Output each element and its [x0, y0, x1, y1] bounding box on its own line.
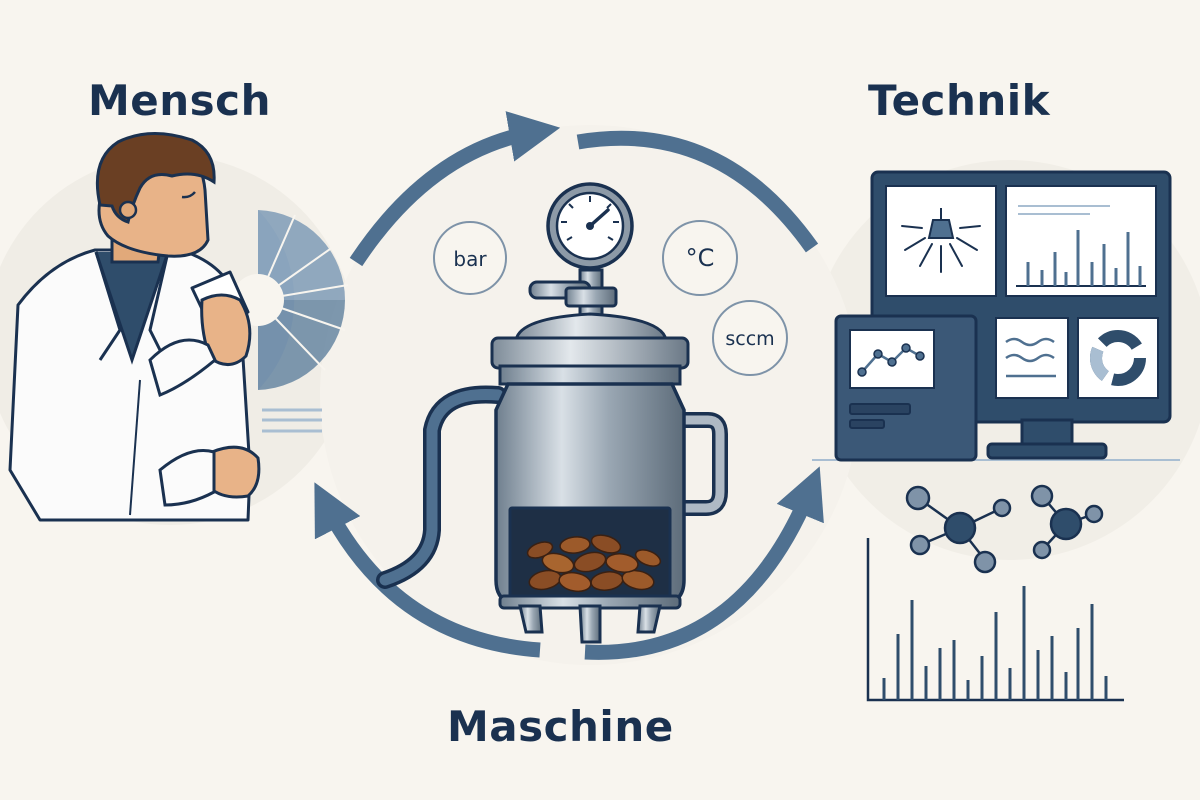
coffee-beans-icon	[526, 534, 662, 593]
molecule-icon-2	[1030, 484, 1104, 560]
molecule-icon	[905, 485, 1012, 574]
unit-bubble-bar: bar	[433, 221, 507, 295]
panel-spray	[885, 185, 997, 297]
unit-sccm: sccm	[725, 328, 774, 350]
unit-celsius: °C	[686, 244, 715, 272]
unit-bar: bar	[453, 247, 487, 271]
label-maschine: Maschine	[447, 702, 674, 751]
aroma-wheel-icon	[232, 210, 349, 433]
label-mensch: Mensch	[88, 76, 271, 125]
panel-chromatogram	[1005, 185, 1157, 297]
arrow-top-right	[576, 130, 819, 253]
analysis-monitors-icon	[812, 170, 1180, 702]
pressure-vessel-icon	[376, 182, 728, 644]
arrow-bottom-left	[314, 482, 541, 658]
label-technik: Technik	[868, 76, 1051, 125]
spectrum-chart-icon	[866, 538, 1124, 702]
unit-bubble-celsius: °C	[662, 220, 738, 296]
scientist-hair	[95, 131, 216, 224]
circular-arrows-icon	[314, 111, 824, 660]
pressure-gauge-icon	[546, 182, 634, 270]
unit-bubble-sccm: sccm	[712, 300, 788, 376]
scientist-tasting-icon	[8, 131, 349, 522]
arrow-top-left	[349, 111, 561, 267]
vessel-lid	[514, 312, 668, 342]
arrow-bottom-right	[584, 466, 824, 660]
